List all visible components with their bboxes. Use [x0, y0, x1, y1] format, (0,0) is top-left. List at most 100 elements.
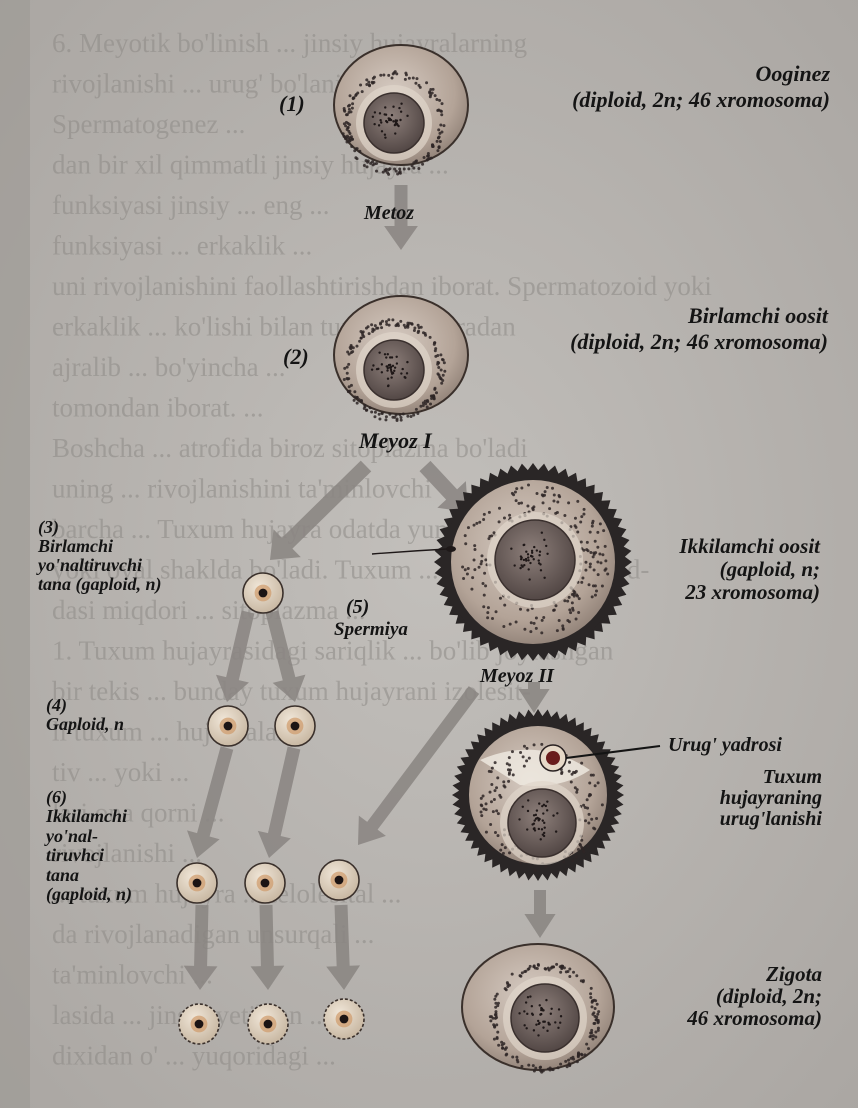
show-through-line: Spermatogenez ... — [52, 109, 245, 139]
chromatin-dot — [441, 379, 444, 382]
chromatin-dot — [553, 608, 556, 611]
chromosome-dot — [531, 550, 533, 552]
chromosome-dot — [533, 823, 535, 825]
chromatin-dot — [582, 850, 585, 853]
show-through-line: funksiyasi ... erkaklik ... — [52, 231, 312, 261]
zygote-line-3: 46 xromosoma) — [687, 1007, 822, 1029]
chromatin-dot — [523, 765, 526, 768]
chromosome-dot — [392, 120, 394, 122]
chromatin-dot — [348, 123, 351, 126]
fertilization-line-2: hujayraning — [720, 788, 822, 809]
chromatin-dot — [596, 1003, 599, 1006]
chromatin-dot — [580, 515, 583, 518]
chromosome-dot — [536, 809, 538, 811]
chromatin-dot — [499, 849, 502, 852]
chromatin-dot — [493, 1038, 496, 1041]
chromatin-dot — [577, 848, 580, 851]
chromatin-dot — [489, 823, 492, 826]
chromatin-dot — [571, 607, 574, 610]
chromatin-dot — [436, 372, 439, 375]
chromatin-dot — [439, 140, 442, 143]
chromatin-dot — [595, 589, 598, 592]
chromatin-dot — [515, 1056, 518, 1059]
chromatin-dot — [473, 559, 476, 562]
polar-body-nucleus — [224, 722, 233, 731]
chromosome-dot — [510, 548, 512, 550]
chromatin-dot — [540, 743, 543, 746]
primary-oocyte-title: Birlamchi oosit — [570, 305, 828, 327]
chromatin-dot — [591, 1005, 594, 1008]
chromosome-dot — [525, 551, 527, 553]
chromatin-dot — [568, 1064, 571, 1067]
chromatin-dot — [501, 1047, 504, 1050]
chromatin-dot — [567, 501, 570, 504]
chromatin-dot — [498, 520, 501, 523]
chromatin-dot — [369, 162, 372, 165]
secondary-oocyte-line-3: 23 xromosoma) — [679, 581, 820, 604]
chromatin-dot — [350, 145, 353, 148]
chromatin-dot — [574, 786, 577, 789]
chromatin-dot — [589, 551, 592, 554]
chromatin-dot — [478, 521, 481, 524]
chromatin-dot — [592, 774, 595, 777]
chromatin-dot — [426, 406, 429, 409]
chromosome-dot — [527, 810, 529, 812]
chromatin-dot — [515, 487, 518, 490]
chromatin-dot — [548, 507, 551, 510]
chromosome-dot — [529, 562, 531, 564]
chromatin-dot — [525, 759, 528, 762]
chromatin-dot — [570, 1057, 573, 1060]
chromatin-dot — [367, 81, 370, 84]
chromatin-dot — [414, 82, 417, 85]
chromosome-dot — [404, 377, 406, 379]
chromatin-dot — [496, 776, 499, 779]
chromatin-dot — [439, 124, 442, 127]
chromatin-dot — [363, 405, 366, 408]
chromatin-dot — [439, 353, 442, 356]
chromatin-dot — [588, 583, 591, 586]
chromatin-dot — [382, 73, 385, 76]
chromatin-dot — [486, 611, 489, 614]
chromatin-dot — [493, 998, 496, 1001]
chromatin-dot — [407, 324, 410, 327]
chromatin-dot — [568, 761, 571, 764]
chromatin-dot — [591, 525, 594, 528]
chromatin-dot — [594, 551, 597, 554]
chromatin-dot — [568, 975, 571, 978]
chromosome-dot — [406, 361, 408, 363]
chromatin-dot — [385, 320, 388, 323]
show-through-line: dasi miqdori ... sitoplazma ... — [52, 595, 365, 625]
chromatin-dot — [497, 1044, 500, 1047]
chromatin-dot — [387, 173, 390, 176]
chromosome-dot — [399, 119, 401, 121]
chromatin-dot — [590, 987, 593, 990]
chromosome-dot — [527, 799, 529, 801]
chromatin-dot — [490, 534, 493, 537]
chromatin-dot — [404, 326, 407, 329]
chromatin-dot — [385, 415, 388, 418]
chromatin-dot — [370, 410, 373, 413]
chromosome-dot — [529, 995, 531, 997]
chromosome-dot — [550, 1013, 552, 1015]
chromatin-dot — [480, 562, 483, 565]
chromosome-dot — [535, 814, 537, 816]
chromatin-dot — [374, 324, 377, 327]
chromatin-dot — [478, 566, 481, 569]
chromatin-dot — [604, 569, 607, 572]
nucleus — [508, 789, 576, 857]
chromatin-dot — [431, 395, 434, 398]
chromosome-dot — [531, 1005, 533, 1007]
chromatin-dot — [580, 541, 583, 544]
chromosome-dot — [523, 1010, 525, 1012]
show-through-line: dixidan o' ... yuqoridagi ... — [52, 1041, 336, 1071]
chromatin-dot — [493, 798, 496, 801]
chromatin-dot — [471, 576, 474, 579]
chromatin-dot — [512, 773, 515, 776]
chromosome-dot — [390, 369, 392, 371]
chromatin-dot — [442, 374, 445, 377]
chromatin-dot — [553, 493, 556, 496]
chromatin-dot — [355, 147, 358, 150]
chromatin-dot — [566, 1065, 569, 1068]
chromatin-dot — [429, 336, 432, 339]
chromatin-dot — [348, 108, 351, 111]
